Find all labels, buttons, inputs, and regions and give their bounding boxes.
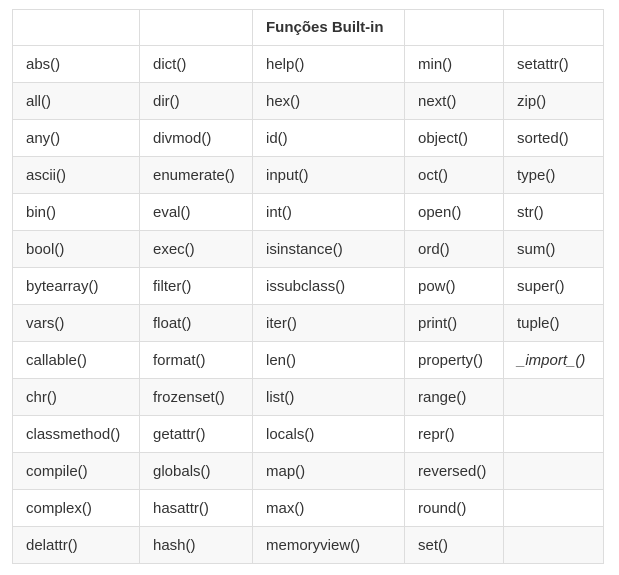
function-cell: object() xyxy=(404,119,504,157)
table-row: vars() float() iter() print() tuple() xyxy=(12,304,604,342)
empty-cell xyxy=(503,415,604,453)
function-cell: divmod() xyxy=(139,119,253,157)
table-row: bytearray() filter() issubclass() pow() … xyxy=(12,267,604,305)
function-cell: input() xyxy=(252,156,405,194)
function-cell: super() xyxy=(503,267,604,305)
function-cell: open() xyxy=(404,193,504,231)
function-cell: exec() xyxy=(139,230,253,268)
table-body: abs() dict() help() min() setattr() all(… xyxy=(12,45,604,564)
function-cell: all() xyxy=(12,82,140,120)
header-cell xyxy=(139,9,253,46)
table-row: chr() frozenset() list() range() xyxy=(12,378,604,416)
builtin-functions-table: Funções Built-in abs() dict() help() min… xyxy=(12,9,604,564)
function-cell: isinstance() xyxy=(252,230,405,268)
function-cell: range() xyxy=(404,378,504,416)
function-cell: len() xyxy=(252,341,405,379)
function-cell: iter() xyxy=(252,304,405,342)
table-row: any() divmod() id() object() sorted() xyxy=(12,119,604,157)
function-cell: classmethod() xyxy=(12,415,140,453)
function-cell: zip() xyxy=(503,82,604,120)
function-cell: help() xyxy=(252,45,405,83)
function-cell: issubclass() xyxy=(252,267,405,305)
function-cell: complex() xyxy=(12,489,140,527)
function-cell: eval() xyxy=(139,193,253,231)
function-cell: compile() xyxy=(12,452,140,490)
table-title: Funções Built-in xyxy=(252,9,405,46)
header-cell xyxy=(503,9,604,46)
header-cell xyxy=(404,9,504,46)
function-cell: enumerate() xyxy=(139,156,253,194)
function-cell: callable() xyxy=(12,341,140,379)
table-head: Funções Built-in xyxy=(12,9,604,46)
function-cell: min() xyxy=(404,45,504,83)
function-cell: repr() xyxy=(404,415,504,453)
function-cell: vars() xyxy=(12,304,140,342)
function-cell: float() xyxy=(139,304,253,342)
function-cell: set() xyxy=(404,526,504,564)
function-cell: globals() xyxy=(139,452,253,490)
empty-cell xyxy=(503,489,604,527)
table-row: abs() dict() help() min() setattr() xyxy=(12,45,604,83)
builtin-functions-table-wrapper: Funções Built-in abs() dict() help() min… xyxy=(12,9,604,564)
function-cell: setattr() xyxy=(503,45,604,83)
function-cell: dir() xyxy=(139,82,253,120)
function-cell: str() xyxy=(503,193,604,231)
function-cell: hex() xyxy=(252,82,405,120)
function-cell: max() xyxy=(252,489,405,527)
function-cell: delattr() xyxy=(12,526,140,564)
function-cell: list() xyxy=(252,378,405,416)
function-cell: format() xyxy=(139,341,253,379)
function-cell: hash() xyxy=(139,526,253,564)
function-cell: locals() xyxy=(252,415,405,453)
function-cell: map() xyxy=(252,452,405,490)
function-cell: any() xyxy=(12,119,140,157)
table-row: ascii() enumerate() input() oct() type() xyxy=(12,156,604,194)
function-cell: filter() xyxy=(139,267,253,305)
function-cell: memoryview() xyxy=(252,526,405,564)
table-row: bool() exec() isinstance() ord() sum() xyxy=(12,230,604,268)
function-cell: sorted() xyxy=(503,119,604,157)
empty-cell xyxy=(503,452,604,490)
function-cell: getattr() xyxy=(139,415,253,453)
function-cell: bool() xyxy=(12,230,140,268)
table-row: classmethod() getattr() locals() repr() xyxy=(12,415,604,453)
table-row: complex() hasattr() max() round() xyxy=(12,489,604,527)
table-row: compile() globals() map() reversed() xyxy=(12,452,604,490)
function-cell: next() xyxy=(404,82,504,120)
function-cell: hasattr() xyxy=(139,489,253,527)
header-row: Funções Built-in xyxy=(12,9,604,46)
function-cell: round() xyxy=(404,489,504,527)
function-cell: sum() xyxy=(503,230,604,268)
function-cell: property() xyxy=(404,341,504,379)
header-cell xyxy=(12,9,140,46)
function-cell: ascii() xyxy=(12,156,140,194)
function-cell: oct() xyxy=(404,156,504,194)
table-row: all() dir() hex() next() zip() xyxy=(12,82,604,120)
empty-cell xyxy=(503,526,604,564)
function-cell: chr() xyxy=(12,378,140,416)
function-cell: dict() xyxy=(139,45,253,83)
table-row: delattr() hash() memoryview() set() xyxy=(12,526,604,564)
table-row: callable() format() len() property() _im… xyxy=(12,341,604,379)
function-cell: bin() xyxy=(12,193,140,231)
function-cell: id() xyxy=(252,119,405,157)
function-cell: bytearray() xyxy=(12,267,140,305)
function-cell: frozenset() xyxy=(139,378,253,416)
function-cell-import: _import_() xyxy=(503,341,604,379)
function-cell: abs() xyxy=(12,45,140,83)
table-row: bin() eval() int() open() str() xyxy=(12,193,604,231)
empty-cell xyxy=(503,378,604,416)
function-cell: ord() xyxy=(404,230,504,268)
function-cell: print() xyxy=(404,304,504,342)
function-cell: reversed() xyxy=(404,452,504,490)
function-cell: int() xyxy=(252,193,405,231)
function-cell: pow() xyxy=(404,267,504,305)
function-cell: type() xyxy=(503,156,604,194)
function-cell: tuple() xyxy=(503,304,604,342)
